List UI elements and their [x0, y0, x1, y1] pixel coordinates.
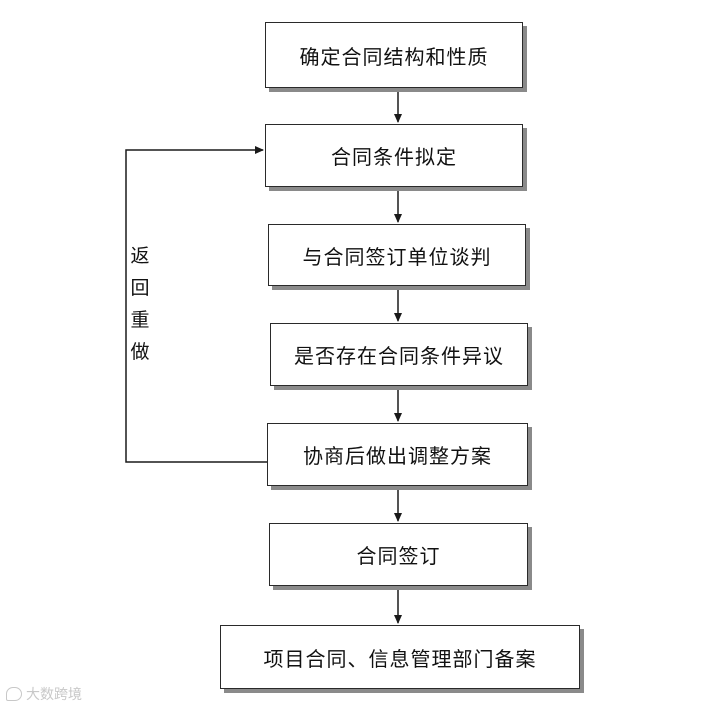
step-1-label: 确定合同结构和性质 — [299, 44, 489, 69]
step-negotiate-with-party: 与合同签订单位谈判 — [268, 224, 526, 286]
step-5-label: 协商后做出调整方案 — [303, 444, 492, 468]
step-file-record: 项目合同、信息管理部门备案 — [220, 625, 580, 689]
step-4-label: 是否存在合同条件异议 — [294, 344, 504, 368]
step-draft-contract-terms: 合同条件拟定 — [265, 124, 523, 187]
feedback-loop-arrow — [125, 146, 267, 463]
loop-label-char: 回 — [130, 277, 150, 299]
step-2-label: 合同条件拟定 — [331, 145, 457, 169]
step-adjust-plan: 协商后做出调整方案 — [267, 423, 528, 486]
loop-label: 返 回 重 做 — [128, 240, 152, 368]
step-6-label: 合同签订 — [356, 544, 441, 568]
step-3-label: 与合同签订单位谈判 — [302, 244, 492, 269]
watermark: 大数跨境 — [6, 684, 82, 704]
step-7-label: 项目合同、信息管理部门备案 — [263, 646, 537, 671]
chat-bubble-icon — [6, 687, 22, 701]
loop-label-char: 重 — [130, 309, 150, 331]
step-check-objections: 是否存在合同条件异议 — [270, 323, 528, 386]
watermark-text: 大数跨境 — [26, 687, 82, 703]
step-sign-contract: 合同签订 — [269, 523, 528, 586]
loop-label-char: 做 — [130, 341, 150, 363]
loop-label-char: 返 — [130, 245, 150, 267]
step-define-contract-structure: 确定合同结构和性质 — [265, 22, 523, 88]
